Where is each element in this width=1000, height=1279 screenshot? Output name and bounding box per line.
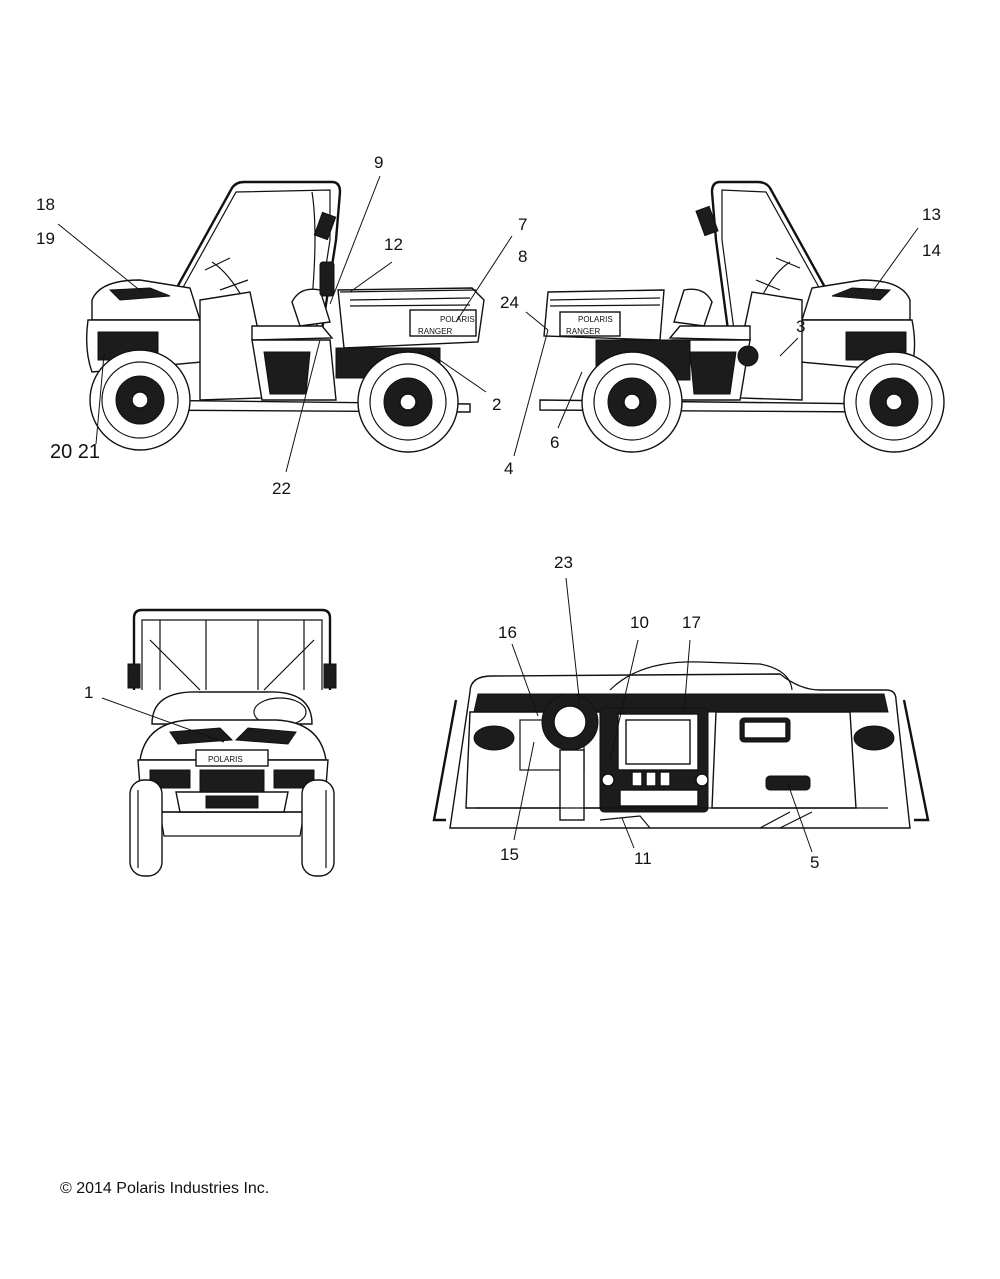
callout-18: 18 <box>36 195 55 214</box>
callout-22: 22 <box>272 479 291 498</box>
callout-13: 13 <box>922 205 941 224</box>
callout-15: 15 <box>500 845 519 864</box>
front-grille-brand-text: POLARIS <box>208 755 243 764</box>
callout-12: 12 <box>384 235 403 254</box>
front-view-right-wheel <box>301 779 335 877</box>
leader-lines <box>57 175 919 853</box>
callout-4: 4 <box>504 459 513 478</box>
left-side-view: POLARIS RANGER <box>85 180 485 453</box>
left-bed-model-text: RANGER <box>418 327 452 336</box>
callout-8: 8 <box>518 247 527 266</box>
callout-10: 10 <box>630 613 649 632</box>
callout-7: 7 <box>518 215 527 234</box>
callout-17: 17 <box>682 613 701 632</box>
callout-6: 6 <box>550 433 559 452</box>
callout-numbers: 18 19 9 12 7 8 2 22 20 21 24 4 6 3 13 14… <box>36 153 941 872</box>
callout-5: 5 <box>810 853 819 872</box>
callout-14: 14 <box>922 241 941 260</box>
callout-20-21: 20 21 <box>50 441 100 463</box>
dashboard-view <box>432 661 930 829</box>
callout-23: 23 <box>554 553 573 572</box>
right-side-view: POLARIS RANGER <box>539 180 945 453</box>
callout-2: 2 <box>492 395 501 414</box>
callout-1: 1 <box>84 683 93 702</box>
front-view: POLARIS <box>127 608 337 877</box>
copyright-notice: © 2014 Polaris Industries Inc. <box>60 1180 270 1197</box>
front-view-left-wheel <box>129 779 163 877</box>
callout-19: 19 <box>36 229 55 248</box>
right-bed-brand-text: POLARIS <box>578 315 613 324</box>
callout-16: 16 <box>498 623 517 642</box>
callout-9: 9 <box>374 153 383 172</box>
callout-11: 11 <box>634 849 652 868</box>
right-bed-model-text: RANGER <box>566 327 600 336</box>
callout-3: 3 <box>796 317 805 336</box>
callout-24: 24 <box>500 293 519 312</box>
